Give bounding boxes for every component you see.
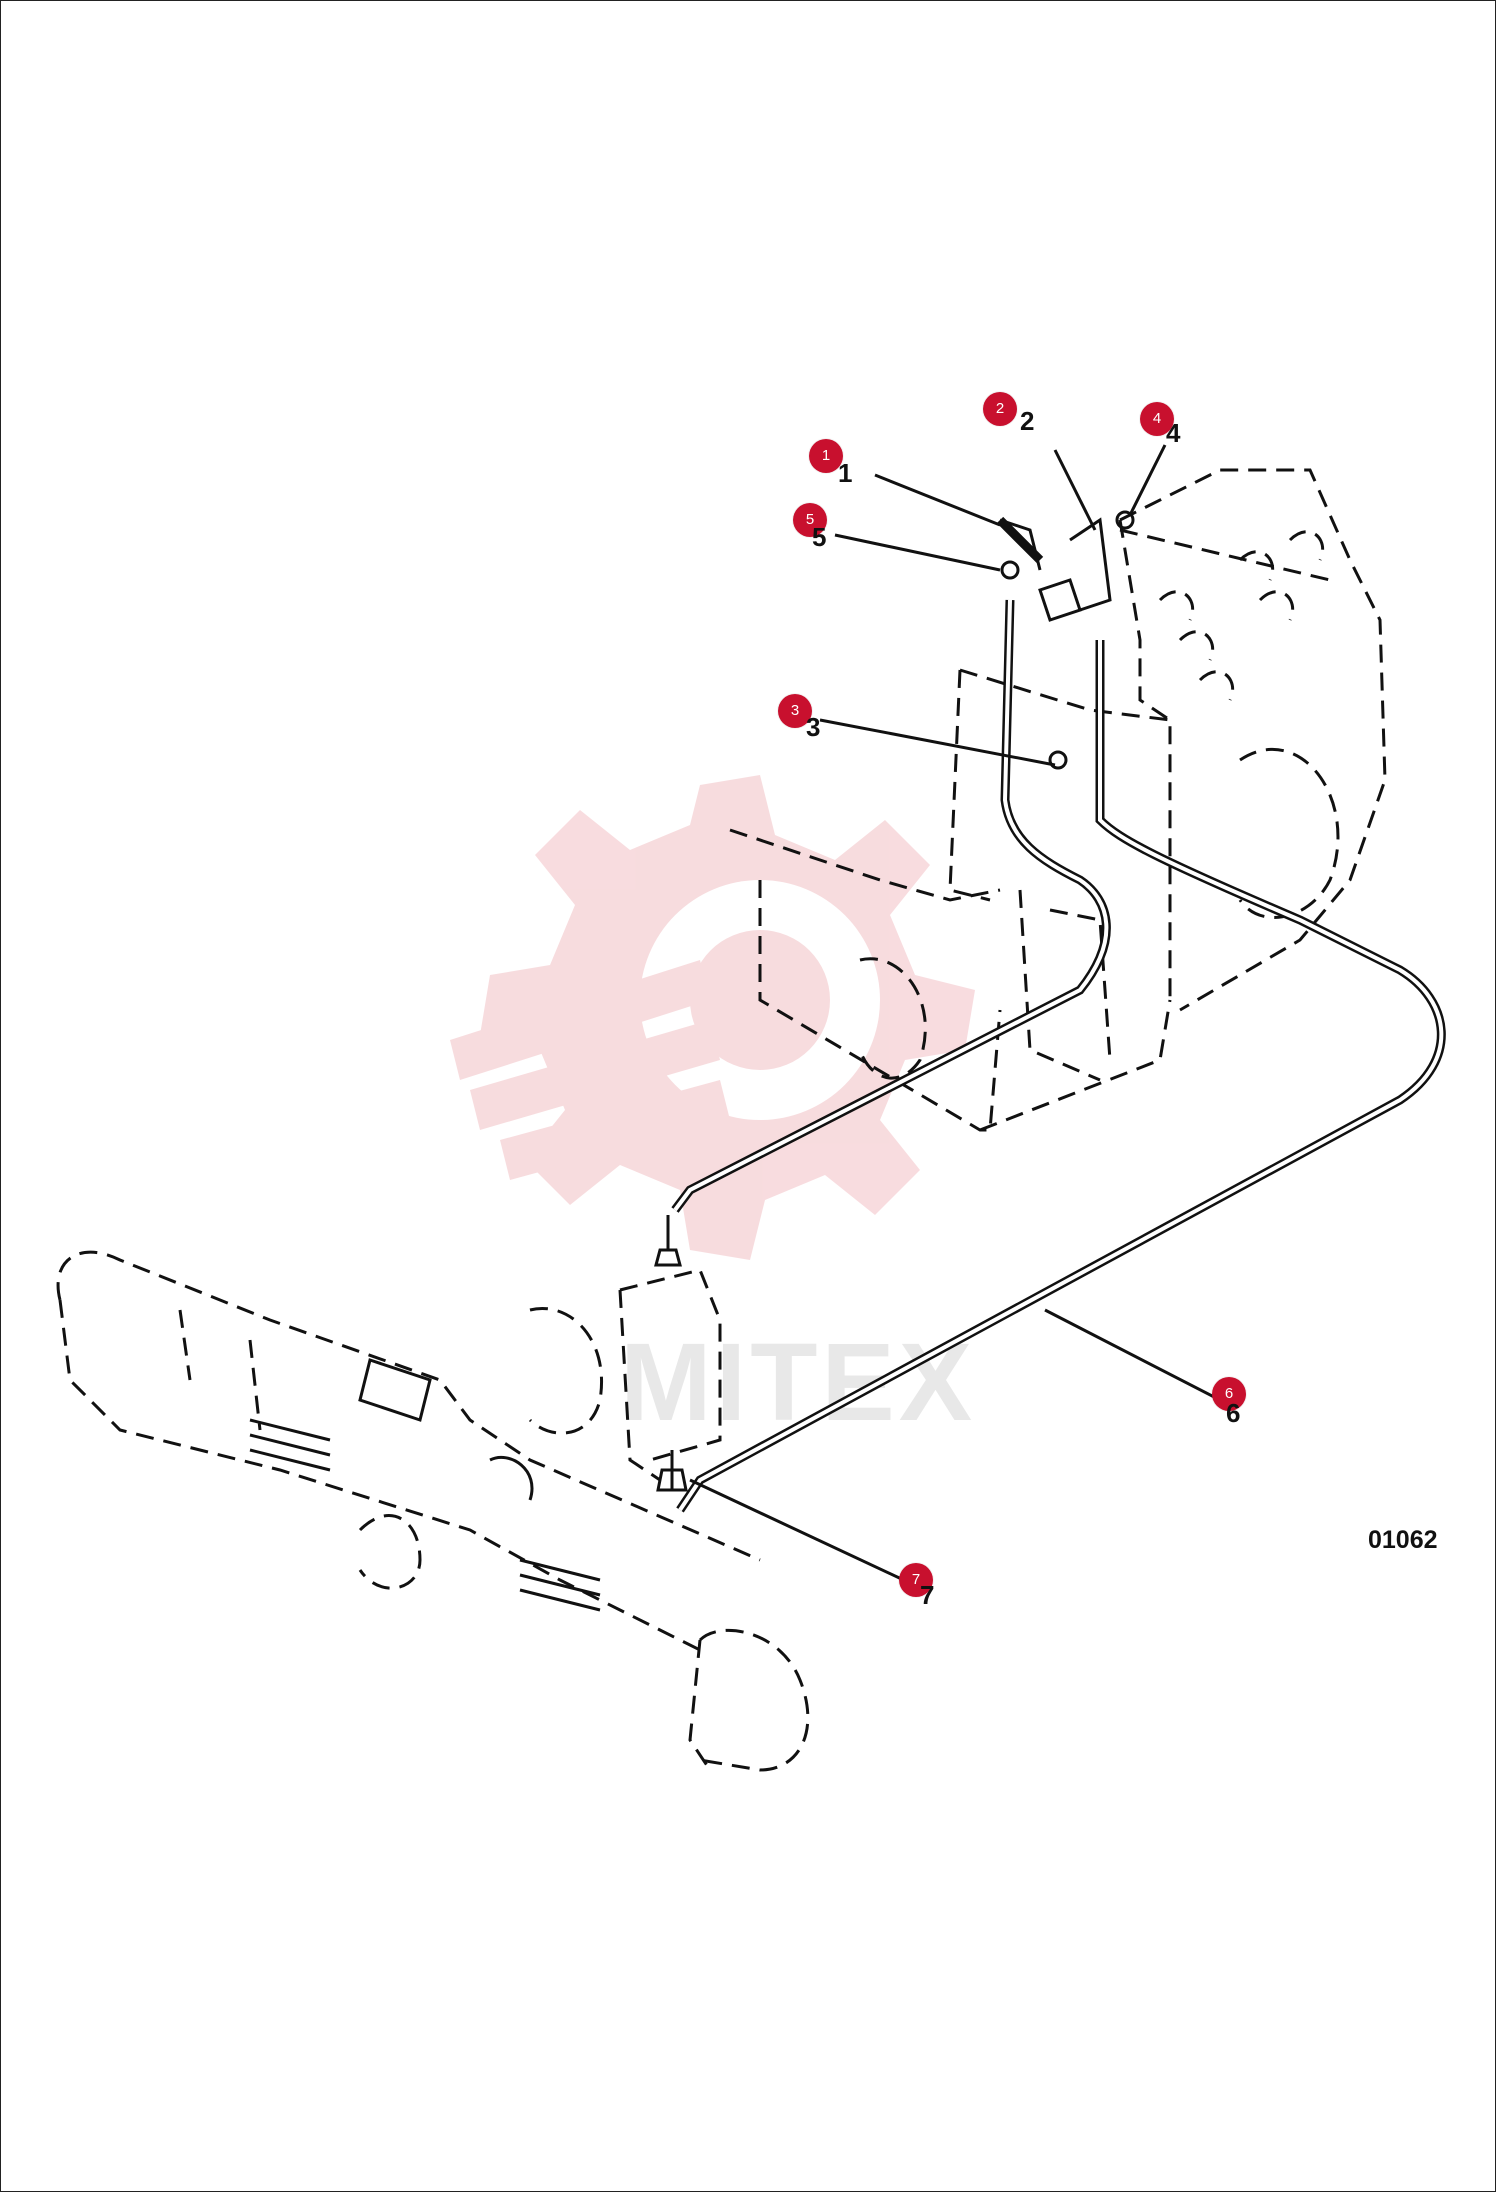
part-number-3: 3 [806,712,821,742]
part-number-7: 7 [920,1580,935,1610]
callout-5[interactable]: 5 [793,503,827,537]
control-valve [996,510,1135,770]
callout-6[interactable]: 6 [1212,1377,1246,1411]
transmission-housing [729,668,1172,1132]
watermark-logo [450,775,975,1260]
callout-3[interactable]: 3 [778,694,812,728]
part-number-2: 2 [1020,406,1035,436]
callout-7[interactable]: 7 [899,1563,933,1597]
part-number-6: 6 [1226,1398,1241,1428]
drawing-number: 01062 [1368,1526,1438,1554]
part-number-1: 1 [838,458,853,488]
hydraulic-lines [654,599,1446,1513]
callout-2[interactable]: 2 [983,392,1017,426]
leader-lines [689,444,1221,1592]
callout-1[interactable]: 1 [809,439,843,473]
front-axle-assembly [56,1250,810,1772]
engine-block [1118,468,1387,1012]
part-number-4: 4 [1166,418,1181,448]
part-number-5: 5 [812,522,827,552]
callout-4[interactable]: 4 [1140,402,1174,436]
